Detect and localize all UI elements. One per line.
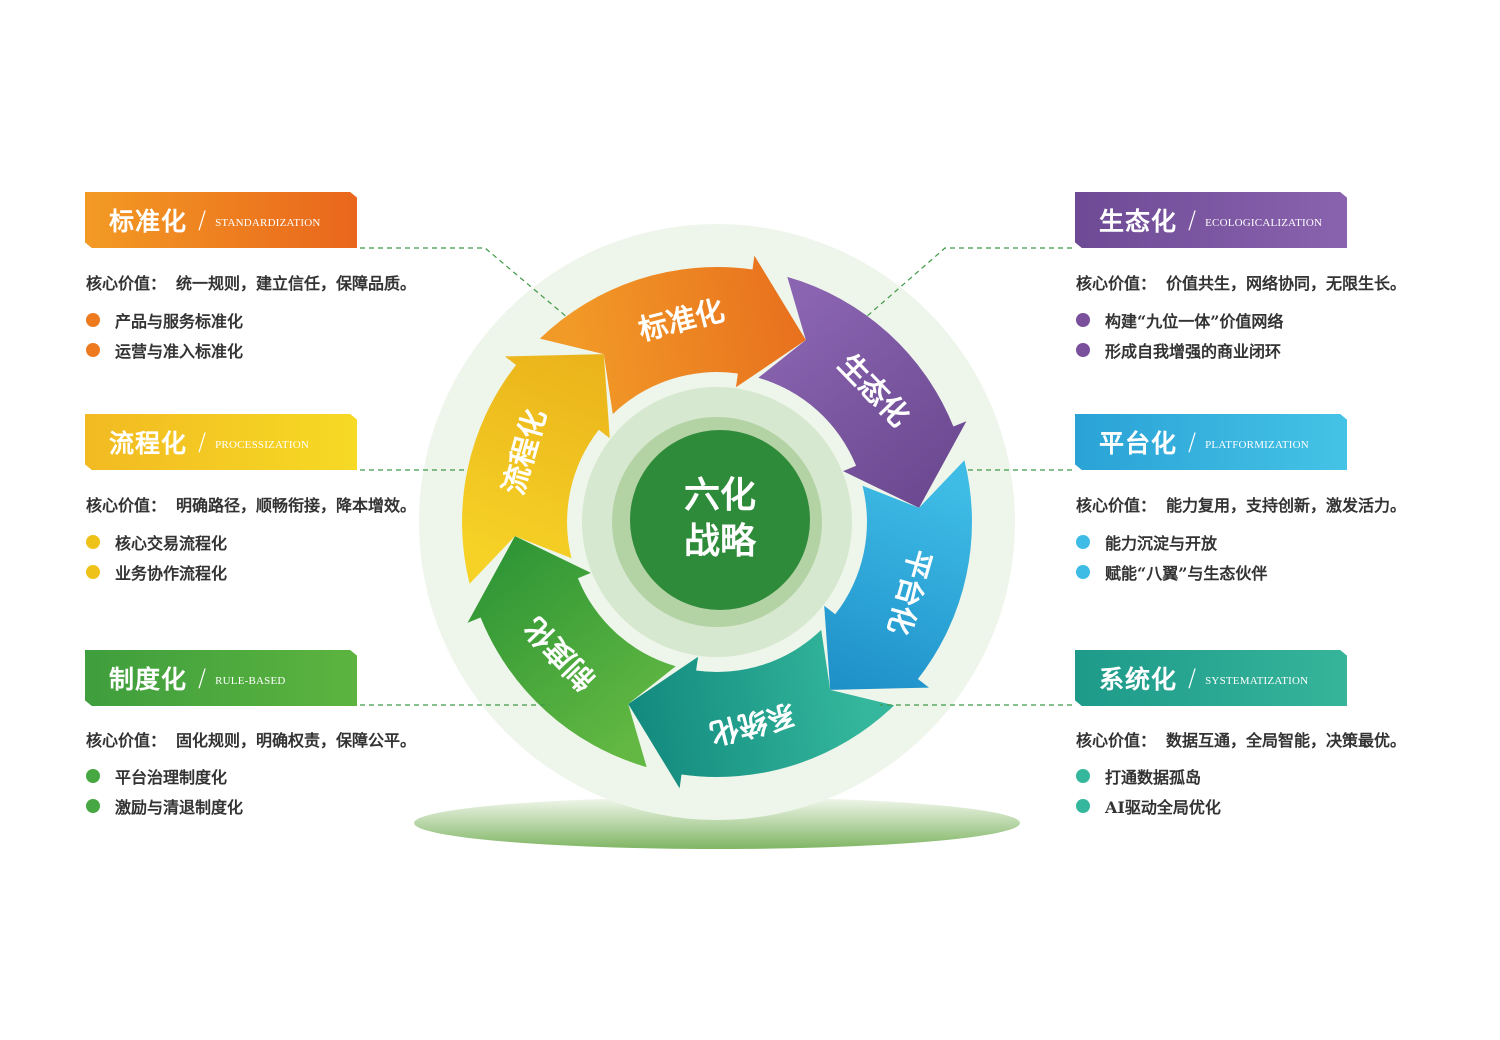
core-value-processization: 核心价值： 明确路径，顺畅衔接，降本增效。	[86, 492, 416, 516]
banner-platformization: 平台化 / PLATFORMIZATION	[1075, 414, 1347, 470]
bullet-dot	[1076, 769, 1090, 783]
list-item: 能力沉淀与开放	[1076, 530, 1217, 554]
cycle-arrow-platformization	[824, 460, 972, 690]
cycle-arrow-processization	[462, 354, 610, 584]
list-item-text: 运营与准入标准化	[115, 342, 244, 361]
list-item-text: 激励与清退制度化	[115, 798, 244, 817]
core-text: 价值共生，网络协同，无限生长。	[1166, 274, 1407, 293]
list-item: 打通数据孤岛	[1076, 764, 1201, 788]
list-item-text: 打通数据孤岛	[1105, 768, 1202, 787]
banner-processization: 流程化 / PROCESSIZATION	[85, 414, 357, 470]
list-item: 核心交易流程化	[86, 530, 227, 554]
bullet-dot	[86, 313, 100, 327]
list-item: 运营与准入标准化	[86, 338, 243, 362]
center-title-line1: 六化	[684, 474, 756, 516]
cycle-arrow-ecologicalization	[758, 276, 967, 508]
list-item: AI驱动全局优化	[1076, 794, 1221, 818]
banner-rule-based: 制度化 / RULE-BASED	[85, 650, 357, 706]
banner-subtitle: STANDARDIZATION	[215, 217, 321, 229]
core-label: 核心价值：	[1076, 731, 1157, 750]
core-value-systematization: 核心价值： 数据互通，全局智能，决策最优。	[1076, 727, 1406, 751]
core-text: 明确路径，顺畅衔接，降本增效。	[176, 496, 417, 515]
banner-title: 制度化	[109, 665, 188, 694]
core-value-standardization: 核心价值： 统一规则，建立信任，保障品质。	[86, 270, 416, 294]
core-label: 核心价值：	[1076, 496, 1157, 515]
pedestal-base	[414, 797, 1020, 849]
bullet-dot	[1076, 535, 1090, 549]
bullet-dot	[86, 769, 100, 783]
banner-title: 标准化	[109, 207, 188, 236]
list-item: 产品与服务标准化	[86, 308, 243, 332]
bullet-dot	[86, 799, 100, 813]
list-item: 构建“九位一体”价值网络	[1076, 308, 1283, 332]
core-label: 核心价值：	[86, 274, 167, 293]
list-item: 赋能“八翼”与生态伙伴	[1076, 560, 1267, 584]
banner-slash: /	[1188, 428, 1197, 456]
bullet-dot	[86, 565, 100, 579]
banner-slash: /	[198, 206, 207, 234]
banner-subtitle: SYSTEMATIZATION	[1205, 675, 1309, 687]
list-item: 业务协作流程化	[86, 560, 227, 584]
banner-slash: /	[1188, 664, 1197, 692]
core-text: 能力复用，支持创新，激发活力。	[1166, 496, 1407, 515]
banner-title: 流程化	[109, 429, 188, 458]
banner-ecologicalization: 生态化 / ECOLOGICALIZATION	[1075, 192, 1347, 248]
core-text: 统一规则，建立信任，保障品质。	[176, 274, 417, 293]
list-item-text: AI驱动全局优化	[1105, 798, 1221, 817]
banner-slash: /	[198, 664, 207, 692]
core-text: 数据互通，全局智能，决策最优。	[1166, 731, 1407, 750]
bullet-dot	[1076, 343, 1090, 357]
connector-line	[864, 247, 1072, 319]
core-text: 固化规则，明确权责，保障公平。	[176, 731, 417, 750]
cycle-arrow-systematization	[628, 629, 895, 789]
list-item-text: 业务协作流程化	[115, 564, 228, 583]
center-circle	[630, 430, 810, 610]
core-value-ecologicalization: 核心价值： 价值共生，网络协同，无限生长。	[1076, 270, 1406, 294]
banner-subtitle: PLATFORMIZATION	[1205, 439, 1309, 451]
list-item-text: 核心交易流程化	[115, 534, 228, 553]
bullet-dot	[1076, 565, 1090, 579]
list-item-text: 形成自我增强的商业闭环	[1105, 342, 1282, 361]
banner-title: 生态化	[1099, 207, 1178, 236]
cycle-arrow-standardization	[539, 255, 806, 415]
banner-subtitle: PROCESSIZATION	[215, 439, 309, 451]
bullet-dot	[86, 535, 100, 549]
banner-slash: /	[1188, 206, 1197, 234]
cycle-arrow-rule_based	[467, 536, 676, 768]
bullet-dot	[1076, 313, 1090, 327]
core-value-platformization: 核心价值： 能力复用，支持创新，激发活力。	[1076, 492, 1406, 516]
banner-standardization: 标准化 / STANDARDIZATION	[85, 192, 357, 248]
bullet-dot	[1076, 799, 1090, 813]
list-item: 形成自我增强的商业闭环	[1076, 338, 1281, 362]
banner-systematization: 系统化 / SYSTEMATIZATION	[1075, 650, 1347, 706]
bullet-dot	[86, 343, 100, 357]
banner-slash: /	[198, 428, 207, 456]
list-item-text: 构建“九位一体”价值网络	[1105, 312, 1284, 331]
banner-subtitle: ECOLOGICALIZATION	[1205, 217, 1323, 229]
center-title-line2: 战略	[684, 520, 757, 562]
list-item: 激励与清退制度化	[86, 794, 243, 818]
list-item-text: 平台治理制度化	[115, 768, 228, 787]
banner-title: 平台化	[1099, 429, 1178, 458]
core-label: 核心价值：	[86, 496, 167, 515]
list-item-text: 能力沉淀与开放	[1105, 534, 1218, 553]
banner-title: 系统化	[1099, 665, 1178, 694]
list-item: 平台治理制度化	[86, 764, 227, 788]
core-value-rule-based: 核心价值： 固化规则，明确权责，保障公平。	[86, 727, 416, 751]
list-item-text: 赋能“八翼”与生态伙伴	[1105, 564, 1268, 583]
core-label: 核心价值：	[1076, 274, 1157, 293]
core-label: 核心价值：	[86, 731, 167, 750]
banner-subtitle: RULE-BASED	[215, 675, 286, 687]
list-item-text: 产品与服务标准化	[115, 312, 244, 331]
